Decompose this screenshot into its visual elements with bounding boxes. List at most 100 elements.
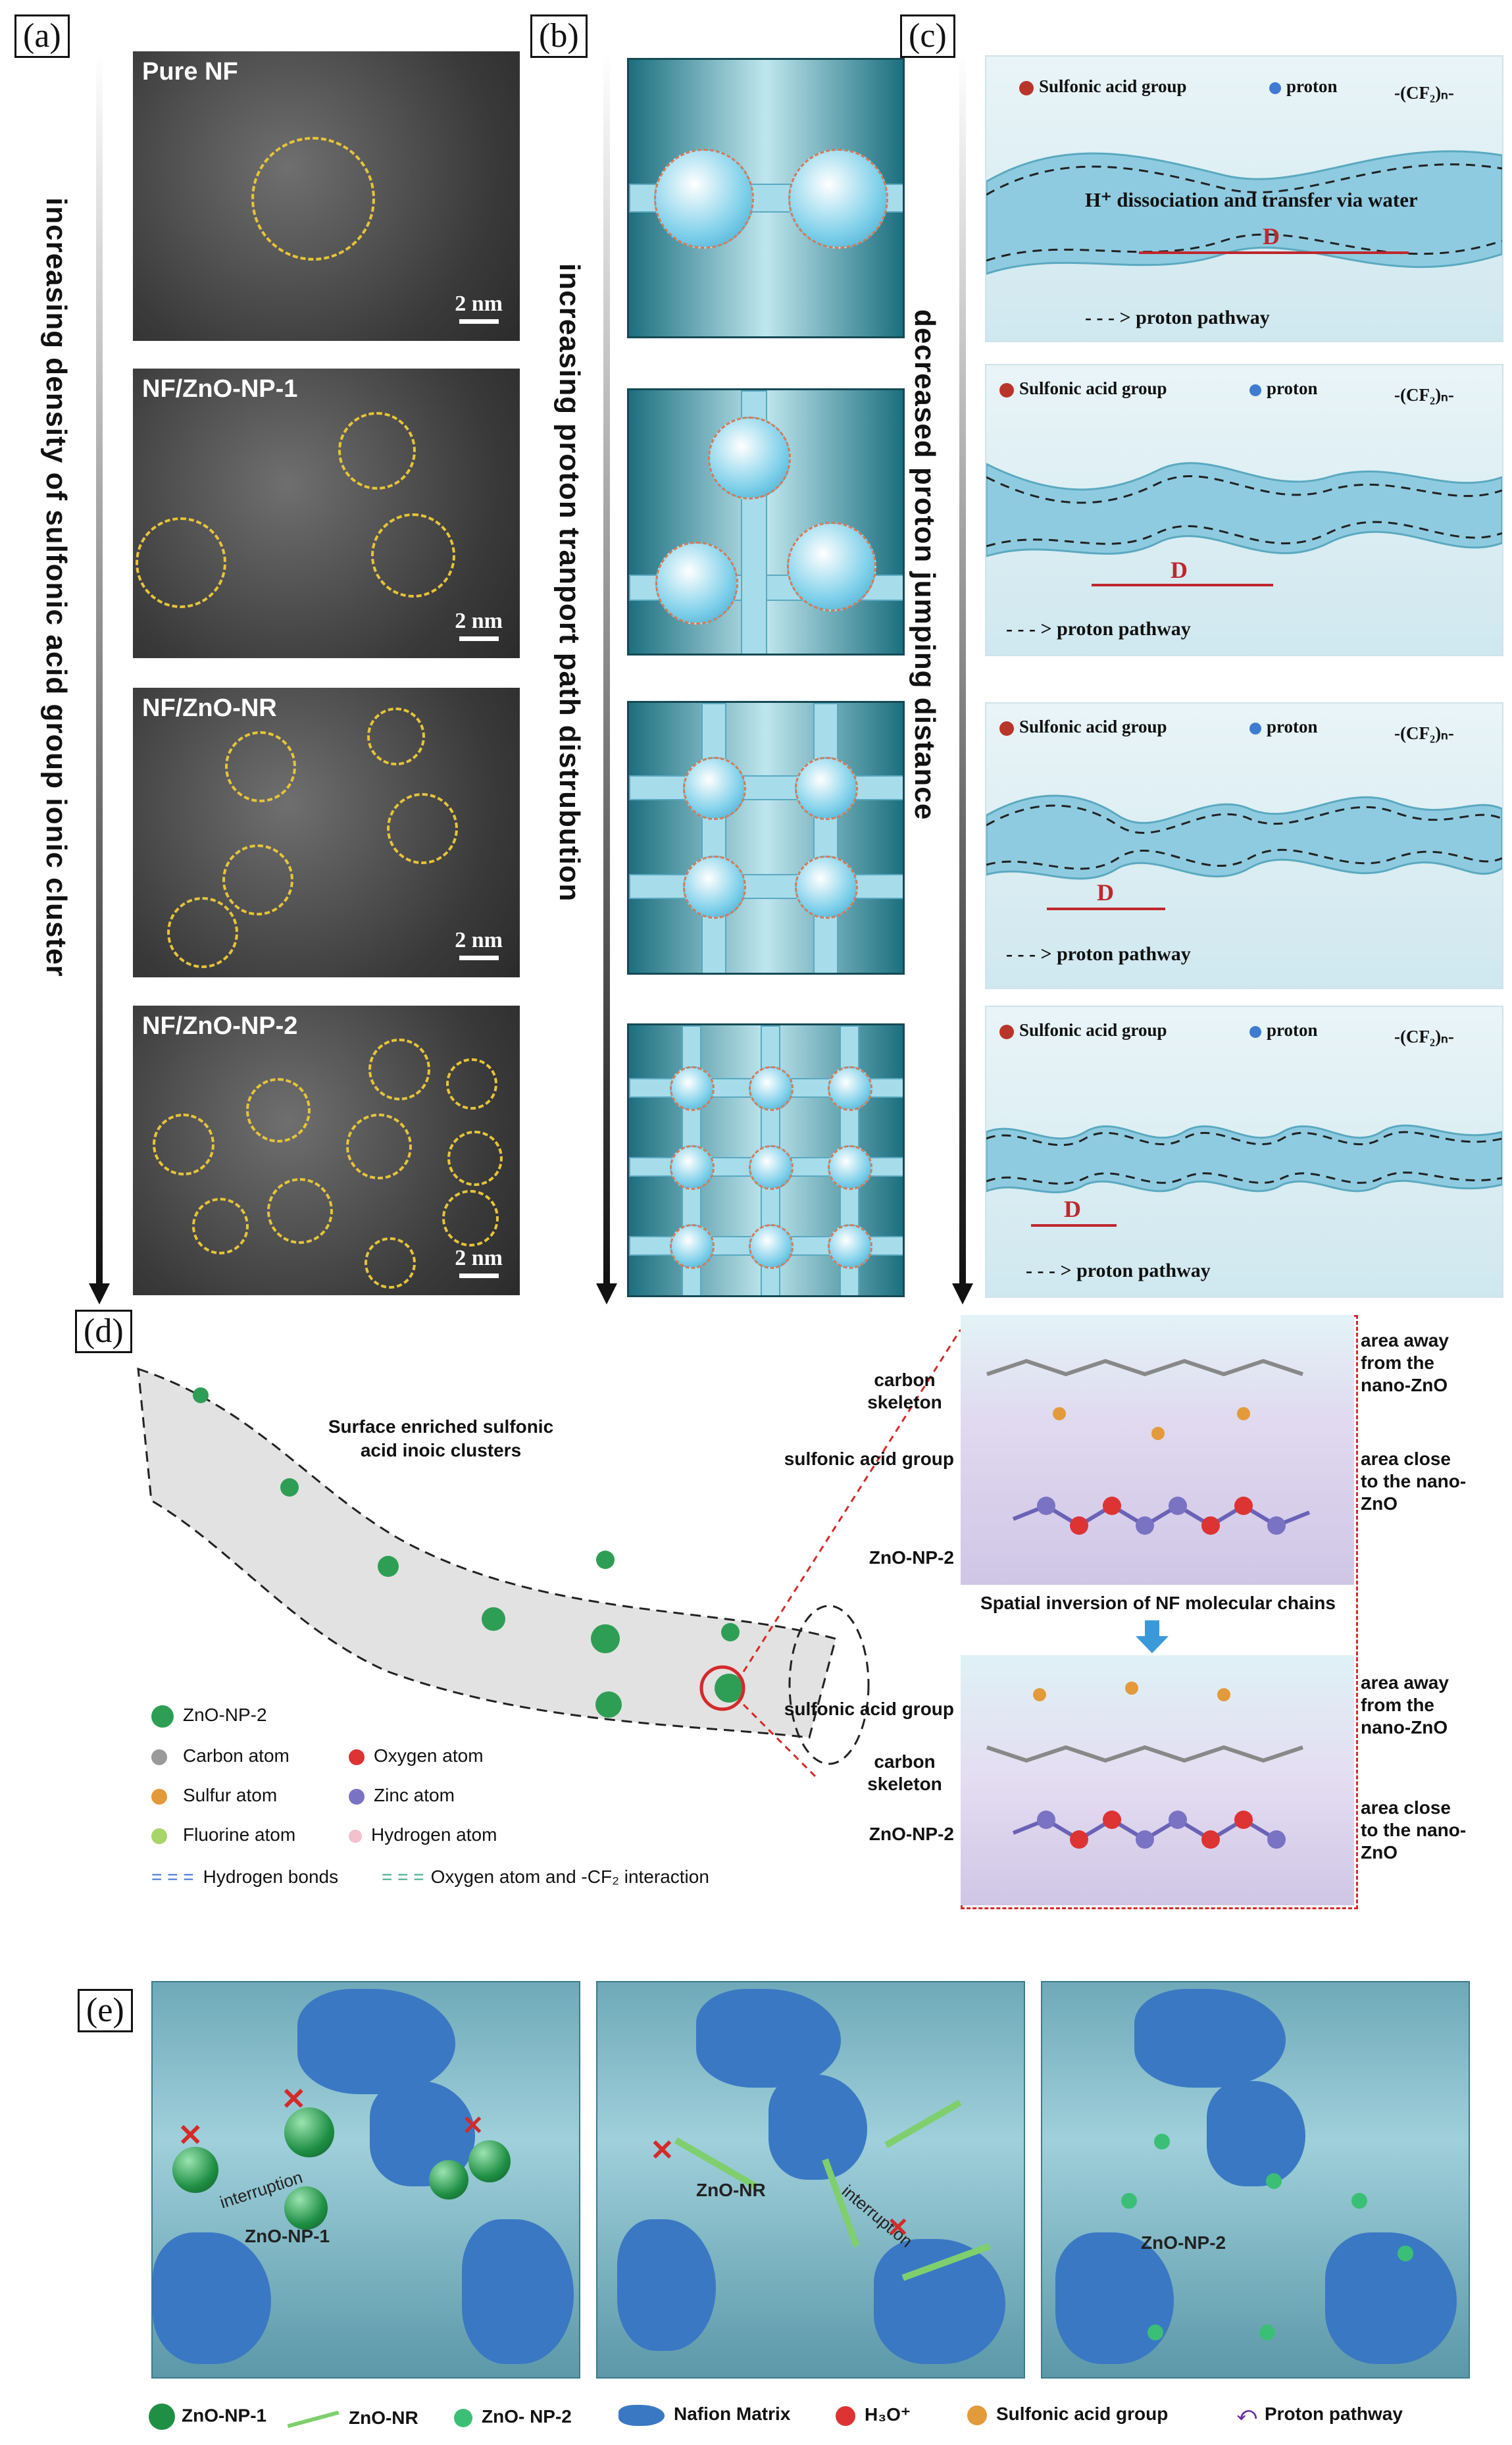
dissociation-text: H⁺ dissociation and transfer via water bbox=[1085, 188, 1418, 211]
label-zno-upper: ZnO-NP-2 bbox=[869, 1547, 954, 1568]
zno-np-2-icon bbox=[151, 1705, 174, 1728]
zno-np-1-icon bbox=[149, 2404, 175, 2430]
ionic-cluster-node bbox=[655, 542, 738, 625]
nafion-matrix bbox=[617, 2219, 716, 2351]
proton-icon bbox=[1269, 82, 1281, 94]
interruption-x-icon: ✕ bbox=[650, 2134, 674, 2167]
ionic-cluster-circle bbox=[246, 1078, 311, 1143]
legend-sulfonic: Sulfonic acid group bbox=[999, 717, 1167, 737]
tube bbox=[701, 703, 726, 973]
nafion-matrix bbox=[462, 2219, 574, 2364]
inversion-label: Spatial inversion of NF molecular chains bbox=[980, 1593, 1336, 1613]
ionic-cluster-circle bbox=[338, 412, 416, 490]
ionic-cluster-circle bbox=[365, 1237, 416, 1289]
ionic-cluster-circle bbox=[192, 1198, 249, 1254]
ionic-cluster-node bbox=[670, 1145, 715, 1190]
legend-sulfur: Sulfur atom bbox=[151, 1785, 277, 1806]
carbon-atom-icon bbox=[151, 1749, 167, 1765]
legend-proton: proton bbox=[1249, 1020, 1318, 1041]
panel-b-arrow bbox=[603, 53, 610, 1283]
legend-fluorine: Fluorine atom bbox=[151, 1824, 295, 1845]
panel-b-letter: (b) bbox=[530, 14, 588, 58]
molecular-lower bbox=[961, 1655, 1354, 1905]
zno-np-2-particle bbox=[1259, 2325, 1275, 2340]
sulfonic-icon bbox=[999, 721, 1014, 736]
ionic-cluster-circle bbox=[387, 793, 458, 864]
ionic-cluster-node bbox=[788, 149, 888, 249]
sulfonic-group-icon bbox=[967, 2405, 987, 2425]
legend-sulfonic: Sulfonic acid group bbox=[999, 1020, 1167, 1041]
legend-hydrogen: Hydrogen atom bbox=[349, 1824, 497, 1845]
label-away-lower: area away from the nano-ZnO bbox=[1361, 1672, 1449, 1737]
zno-particle bbox=[482, 1607, 505, 1631]
ionic-cluster-node bbox=[749, 1145, 794, 1190]
sulfonic-icon bbox=[999, 1024, 1014, 1039]
cf2-label: -(CF₂)ₙ- bbox=[1394, 1027, 1454, 1046]
sulfonic-icon bbox=[999, 382, 1014, 398]
transport-schematic-3 bbox=[627, 701, 905, 975]
panel-c-letter: (c) bbox=[900, 14, 955, 58]
panel-a-vertical-label: increasing density of sulfonic acid grou… bbox=[40, 197, 72, 977]
interruption-x-icon: ✕ bbox=[281, 2082, 307, 2116]
ionic-cluster-circle bbox=[251, 137, 375, 261]
zno-particle bbox=[378, 1556, 399, 1577]
panel-b-arrowhead bbox=[596, 1283, 617, 1304]
proton-pathway-legend: - - - > proton pathway bbox=[1006, 618, 1191, 640]
scale-bar: 2 nm bbox=[455, 292, 503, 324]
label-carbon-skeleton-upper: carbon skeleton bbox=[867, 1370, 942, 1412]
ionic-cluster-node bbox=[749, 1066, 794, 1111]
zoom-line bbox=[742, 1329, 962, 1672]
zno-np-2-particle bbox=[1266, 2173, 1282, 2189]
jump-distance-label: D bbox=[1097, 879, 1114, 906]
zno-np-2-particle bbox=[1121, 2193, 1137, 2209]
zno-particle bbox=[591, 1624, 620, 1653]
jump-distance-label: D bbox=[1263, 223, 1280, 249]
zno-particle bbox=[715, 1674, 743, 1703]
proton-pathway-legend: - - - > proton pathway bbox=[1085, 307, 1270, 328]
label-away-upper: area away from the nano-ZnO bbox=[1361, 1330, 1449, 1395]
nafion-matrix bbox=[153, 2232, 271, 2364]
ionic-cluster-circle bbox=[446, 1058, 497, 1110]
tube bbox=[629, 775, 903, 800]
panel-a-letter: (a) bbox=[14, 14, 70, 58]
ionic-cluster-node bbox=[795, 757, 858, 820]
jump-distance-label: D bbox=[1064, 1196, 1081, 1222]
nafion-panel-zno-np-2: ZnO-NP-2 bbox=[1041, 1981, 1470, 2379]
ionic-cluster-circle bbox=[167, 897, 238, 968]
zno-np-2-label: ZnO-NP-2 bbox=[1141, 2232, 1226, 2253]
zno-np-2-particle bbox=[1351, 2193, 1367, 2209]
zinc-atom-icon bbox=[349, 1788, 365, 1805]
nafion-matrix bbox=[1207, 2081, 1305, 2186]
ionic-cluster-circle bbox=[267, 1178, 333, 1244]
label-sulfonic-lower: sulfonic acid group bbox=[784, 1699, 954, 1719]
surface-enriched-label: Surface enriched sulfonic acid inoic clu… bbox=[328, 1416, 554, 1460]
cf2-label: -(CF₂)ₙ- bbox=[1394, 723, 1454, 743]
interruption-x-icon: ✕ bbox=[178, 2118, 203, 2152]
ionic-cluster-circle bbox=[225, 731, 296, 802]
tube bbox=[629, 874, 903, 899]
interruption-x-icon: ✕ bbox=[462, 2111, 484, 2140]
proton-pathway-panel-3: Sulfonic acid group proton -(CF₂)ₙ- D - … bbox=[985, 702, 1503, 989]
tem-title: NF/ZnO-NR bbox=[142, 694, 277, 722]
label-zno-lower: ZnO-NP-2 bbox=[869, 1824, 954, 1844]
tem-image-pure-nf: Pure NF 2 nm bbox=[133, 51, 520, 341]
panel-c-arrowhead bbox=[952, 1283, 973, 1304]
nafion-matrix-icon bbox=[618, 2404, 665, 2426]
legend-zno-nr: ZnO-NR bbox=[287, 2407, 418, 2429]
panel-a-arrow bbox=[96, 53, 103, 1283]
ionic-cluster-node bbox=[828, 1224, 872, 1269]
nafion-panel-zno-nr: ZnO-NR interruption ✕ ✕ bbox=[596, 1981, 1025, 2379]
zno-nr-label: ZnO-NR bbox=[696, 2180, 766, 2200]
transport-schematic-1 bbox=[627, 58, 905, 338]
tem-image-zno-nr: NF/ZnO-NR 2 nm bbox=[133, 688, 520, 977]
nafion-matrix bbox=[1134, 1989, 1286, 2088]
ionic-cluster-circle bbox=[346, 1114, 412, 1179]
proton-icon bbox=[1249, 1025, 1261, 1038]
legend-nafion: Nafion Matrix bbox=[618, 2404, 790, 2426]
zno-particle bbox=[596, 1551, 615, 1569]
legend-oxygen: Oxygen atom bbox=[349, 1745, 484, 1766]
nafion-matrix bbox=[297, 1989, 455, 2094]
ionic-channel bbox=[986, 150, 1502, 275]
panel-d-letter: (d) bbox=[75, 1310, 132, 1353]
zno-np-1-particle bbox=[284, 2107, 334, 2157]
